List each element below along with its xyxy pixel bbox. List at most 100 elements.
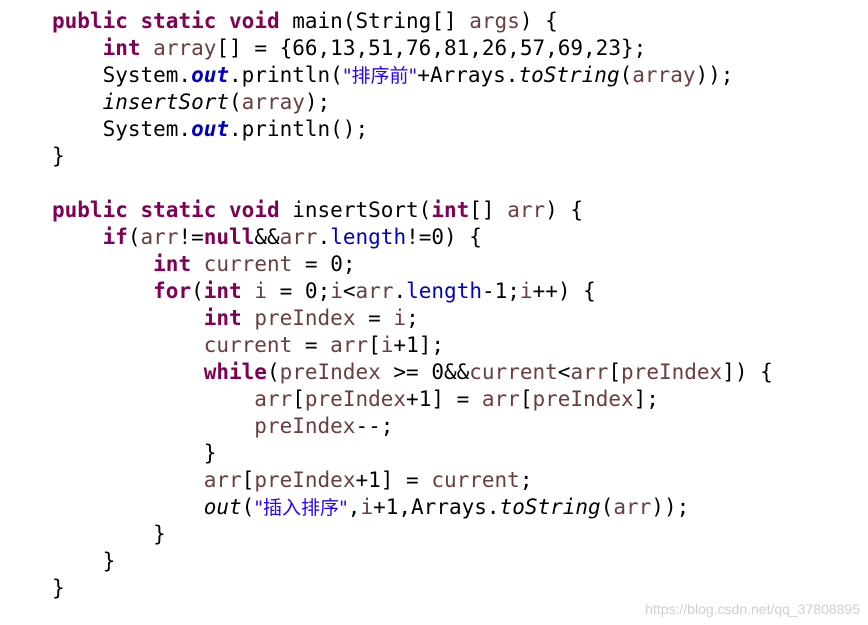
- code-token-plain: (: [191, 279, 204, 303]
- code-token-var: arr: [613, 495, 652, 519]
- code-token-plain: [52, 468, 204, 492]
- code-token-plain: [52, 387, 254, 411]
- code-token-var: i: [360, 495, 374, 519]
- code-token-plain: (: [266, 360, 280, 384]
- code-token-it: out: [203, 495, 242, 519]
- code-line: insertSort(array);: [52, 89, 773, 116]
- code-token-var: arr: [330, 333, 369, 357]
- code-token-plain: [52, 306, 204, 330]
- code-token-plain: [141, 36, 154, 60]
- code-token-var: preIndex: [254, 468, 356, 492]
- code-token-plain: [52, 252, 153, 276]
- code-token-var: arr: [507, 198, 546, 222]
- code-token-plain: +1];: [393, 333, 444, 357]
- code-token-plain: [128, 198, 141, 222]
- code-line: System.out.println();: [52, 116, 773, 143]
- code-token-plain: ) {: [519, 9, 558, 33]
- code-token-var: current: [203, 252, 293, 276]
- code-token-plain: .: [317, 225, 331, 249]
- code-line: }: [52, 521, 773, 548]
- code-line: for(int i = 0;i<arr.length-1;i++) {: [52, 278, 773, 305]
- code-token-plain: ));: [695, 63, 734, 87]
- code-token-kw: void: [229, 9, 280, 33]
- code-token-it: toString: [518, 63, 620, 87]
- code-token-var: arr: [279, 225, 318, 249]
- code-token-plain: ,: [347, 495, 361, 519]
- code-token-plain: ));: [651, 495, 690, 519]
- code-token-plain: }: [52, 144, 65, 168]
- code-line: out("插入排序",i+1,Arrays.toString(arr));: [52, 494, 773, 521]
- code-token-fld: length: [330, 225, 407, 249]
- code-token-plain: [216, 198, 229, 222]
- code-line: arr[preIndex+1] = current;: [52, 467, 773, 494]
- code-token-plain: [52, 225, 103, 249]
- code-token-plain: (: [229, 90, 242, 114]
- code-line: int current = 0;: [52, 251, 773, 278]
- code-token-plain: [52, 90, 103, 114]
- code-token-var: preIndex: [254, 306, 356, 330]
- code-token-var: current: [469, 360, 558, 384]
- code-token-plain: (: [619, 63, 633, 87]
- code-token-plain: .println();: [229, 117, 369, 141]
- code-token-var: arr: [570, 360, 609, 384]
- code-token-plain: (: [127, 225, 141, 249]
- code-token-plain: =: [355, 306, 394, 330]
- code-token-sfld: out: [191, 117, 230, 141]
- code-line: [52, 170, 773, 197]
- code-token-plain: );: [304, 90, 331, 114]
- code-token-kw: int: [203, 279, 242, 303]
- code-token-plain: [52, 36, 103, 60]
- code-token-var: preIndex: [621, 360, 723, 384]
- code-token-kw: int: [203, 306, 242, 330]
- code-editor[interactable]: public static void main(String[] args) {…: [52, 8, 773, 602]
- code-token-plain: [52, 495, 204, 519]
- code-token-kw: public: [52, 198, 128, 222]
- code-token-kw: void: [229, 198, 280, 222]
- code-token-sfld: out: [191, 63, 230, 87]
- code-token-var: preIndex: [532, 387, 634, 411]
- code-token-plain: [242, 306, 255, 330]
- code-token-kw: null: [203, 225, 255, 249]
- code-token-plain: [: [519, 387, 533, 411]
- code-token-plain: = 0;: [267, 279, 331, 303]
- code-token-var: arr: [203, 468, 242, 492]
- code-line: public static void insertSort(int[] arr)…: [52, 197, 773, 224]
- code-token-plain: [216, 9, 229, 33]
- code-token-var: arr: [140, 225, 179, 249]
- code-token-plain: insertSort(: [279, 198, 432, 222]
- code-line: System.out.println("排序前"+Arrays.toString…: [52, 62, 773, 89]
- code-token-kw: static: [140, 198, 217, 222]
- code-token-plain: [242, 279, 255, 303]
- code-token-plain: }: [52, 522, 166, 546]
- code-token-kw: public: [52, 9, 128, 33]
- code-token-plain: <: [342, 279, 356, 303]
- code-token-plain: [: [608, 360, 622, 384]
- code-token-plain: [: [368, 333, 381, 357]
- code-token-plain: +1] =: [355, 468, 432, 492]
- code-token-plain: .println(: [229, 63, 343, 87]
- code-token-kw: int: [153, 252, 192, 276]
- code-line: arr[preIndex+1] = arr[preIndex];: [52, 386, 773, 413]
- code-token-var: current: [203, 333, 293, 357]
- code-token-str: "插入排序": [254, 497, 348, 519]
- code-token-var: preIndex: [254, 414, 356, 438]
- code-line: preIndex--;: [52, 413, 773, 440]
- code-token-var: array: [153, 36, 217, 60]
- code-token-fld: length: [406, 279, 482, 303]
- code-token-kw: int: [431, 198, 470, 222]
- code-token-plain: --;: [355, 414, 394, 438]
- code-token-plain: !=: [178, 225, 204, 249]
- code-token-plain: .: [393, 279, 407, 303]
- code-line: int array[] = {66,13,51,76,81,26,57,69,2…: [52, 35, 773, 62]
- code-token-plain: (: [241, 495, 255, 519]
- code-token-it: insertSort: [102, 90, 230, 114]
- code-line: public static void main(String[] args) {: [52, 8, 773, 35]
- code-token-plain: }: [52, 549, 116, 573]
- code-line: }: [52, 440, 773, 467]
- code-token-plain: [: [241, 468, 255, 492]
- code-line: while(preIndex >= 0&&current<arr[preInde…: [52, 359, 773, 386]
- code-token-plain: -1;: [481, 279, 520, 303]
- code-token-plain: ) {: [545, 198, 584, 222]
- code-token-plain: [52, 360, 204, 384]
- code-token-plain: [52, 279, 153, 303]
